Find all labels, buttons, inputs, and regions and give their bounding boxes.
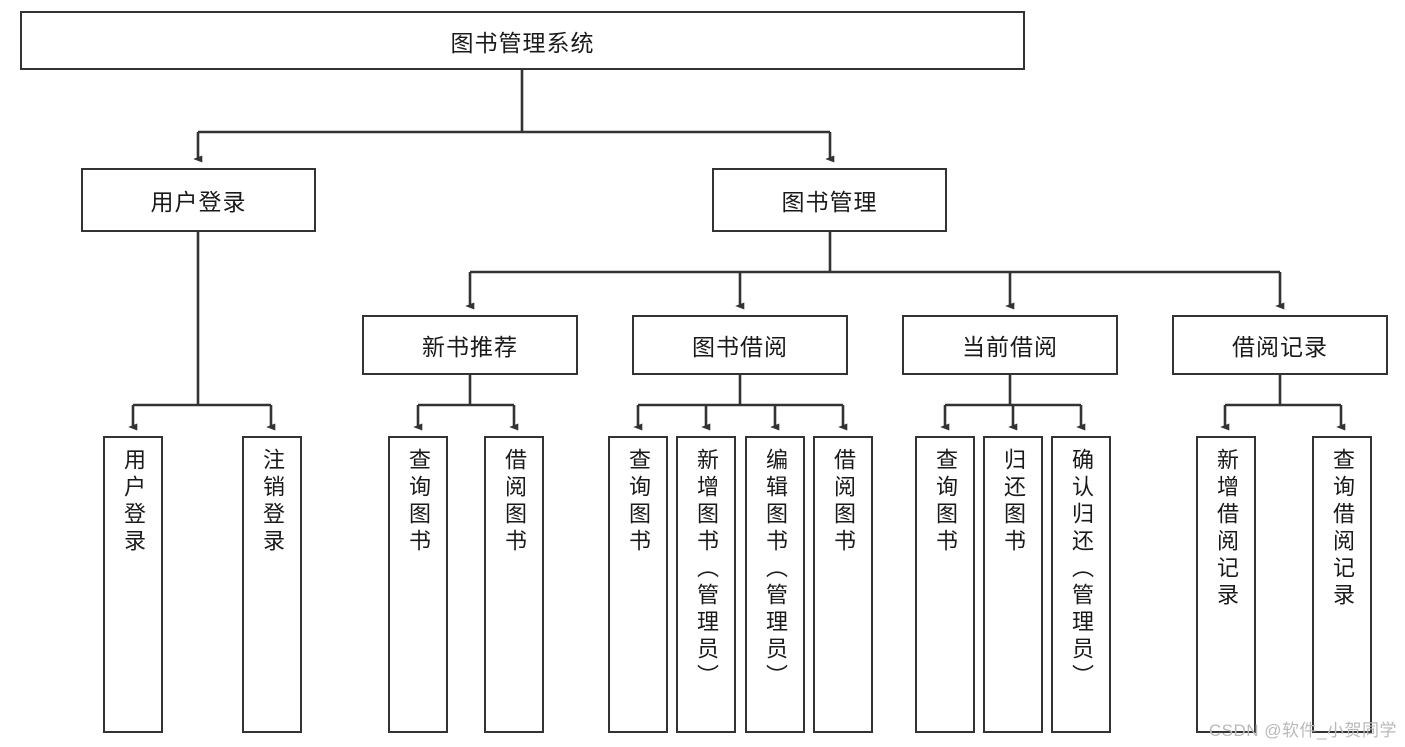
node-borrow-record[interactable]: 借阅记录 xyxy=(1172,315,1388,375)
node-leaf-add-book-label: 新增图书（管理员） xyxy=(694,448,719,691)
node-leaf-borrow-book-1[interactable]: 借阅图书 xyxy=(484,436,544,733)
node-leaf-edit-book[interactable]: 编辑图书（管理员） xyxy=(745,436,805,733)
node-user-login-label: 用户登录 xyxy=(150,189,247,215)
node-leaf-query-book-2[interactable]: 查询图书 xyxy=(608,436,668,733)
node-leaf-return-book[interactable]: 归还图书 xyxy=(983,436,1043,733)
node-current-borrow-label: 当前借阅 xyxy=(962,334,1058,360)
node-new-book-recommend-label: 新书推荐 xyxy=(422,334,518,360)
node-leaf-query-book-1-label: 查询图书 xyxy=(406,448,431,556)
node-leaf-confirm-return[interactable]: 确认归还（管理员） xyxy=(1051,436,1111,733)
node-leaf-add-book[interactable]: 新增图书（管理员） xyxy=(676,436,736,733)
node-leaf-confirm-return-label: 确认归还（管理员） xyxy=(1069,448,1094,691)
node-book-manage-label: 图书管理 xyxy=(781,189,878,215)
node-book-manage[interactable]: 图书管理 xyxy=(712,168,947,232)
node-root-label: 图书管理系统 xyxy=(450,29,595,56)
node-new-book-recommend[interactable]: 新书推荐 xyxy=(362,315,578,375)
node-leaf-user-login[interactable]: 用户登录 xyxy=(103,436,163,733)
node-leaf-query-record-label: 查询借阅记录 xyxy=(1330,448,1355,610)
node-current-borrow[interactable]: 当前借阅 xyxy=(902,315,1118,375)
node-leaf-query-book-3[interactable]: 查询图书 xyxy=(915,436,975,733)
node-leaf-return-book-label: 归还图书 xyxy=(1001,448,1026,556)
node-user-login[interactable]: 用户登录 xyxy=(81,168,316,232)
node-book-borrow-label: 图书借阅 xyxy=(692,334,788,360)
node-book-borrow[interactable]: 图书借阅 xyxy=(632,315,848,375)
node-leaf-query-record[interactable]: 查询借阅记录 xyxy=(1312,436,1372,733)
node-leaf-add-record-label: 新增借阅记录 xyxy=(1214,448,1239,610)
node-leaf-query-book-3-label: 查询图书 xyxy=(933,448,958,556)
node-leaf-query-book-2-label: 查询图书 xyxy=(626,448,651,556)
node-borrow-record-label: 借阅记录 xyxy=(1232,334,1328,360)
node-leaf-borrow-book-1-label: 借阅图书 xyxy=(502,448,527,556)
node-root[interactable]: 图书管理系统 xyxy=(20,11,1025,70)
node-leaf-user-logout-label: 注销登录 xyxy=(260,448,285,556)
csdn-watermark: CSDN @软件_小贺同学 xyxy=(1208,721,1397,740)
node-leaf-query-book-1[interactable]: 查询图书 xyxy=(388,436,448,733)
node-leaf-add-record[interactable]: 新增借阅记录 xyxy=(1196,436,1256,733)
node-leaf-borrow-book-2[interactable]: 借阅图书 xyxy=(813,436,873,733)
node-leaf-user-login-label: 用户登录 xyxy=(121,448,146,556)
node-leaf-user-logout[interactable]: 注销登录 xyxy=(242,436,302,733)
node-leaf-edit-book-label: 编辑图书（管理员） xyxy=(763,448,788,691)
node-leaf-borrow-book-2-label: 借阅图书 xyxy=(831,448,856,556)
